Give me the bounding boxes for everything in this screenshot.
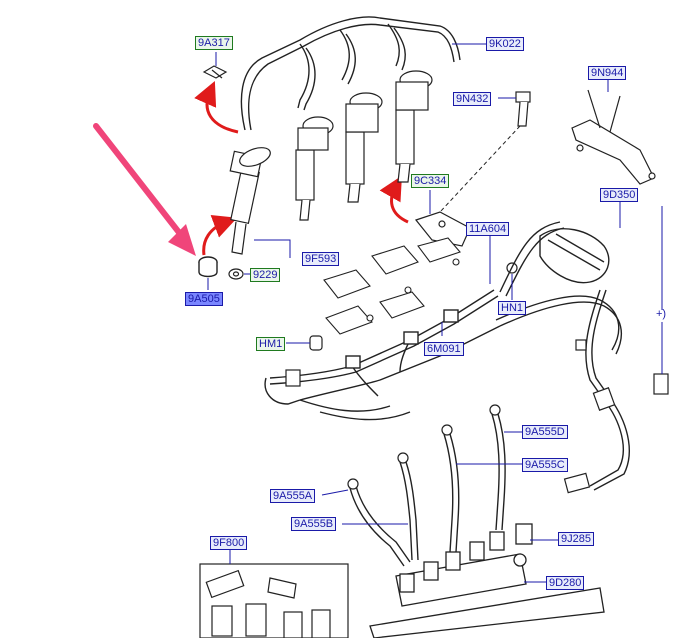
label-9J285: 9J285: [558, 532, 594, 546]
clip-9A317: [202, 65, 228, 79]
motion-arrows: [194, 81, 409, 256]
pointer-arrow: [93, 123, 196, 256]
label-9A555C: 9A555C: [522, 458, 568, 472]
label-9N944: 9N944: [588, 66, 627, 80]
label-11A604: 11A604: [466, 222, 510, 236]
plus-note: +): [656, 308, 667, 320]
injector-main: [229, 147, 271, 255]
injector-pipes: [349, 413, 506, 567]
return-hoses: [264, 221, 630, 491]
fuel-filter-9D350: [539, 228, 610, 284]
label-9A555B: 9A555B: [291, 517, 337, 531]
clamp-9C334: [414, 211, 471, 247]
label-9D350: 9D350: [600, 188, 639, 202]
label-9N432: 9N432: [453, 92, 492, 106]
injector-2: [345, 92, 383, 203]
label-HM1: HM1: [256, 337, 286, 351]
rocker-arms: [323, 237, 461, 335]
label-9D280: 9D280: [546, 576, 585, 590]
label-9F800: 9F800: [210, 536, 248, 550]
pipe-nuts: [347, 404, 501, 490]
seal-9A505: [198, 256, 218, 278]
label-9F593: 9F593: [302, 252, 340, 266]
injector-3: [395, 70, 433, 183]
label-9229: 9229: [250, 268, 281, 282]
leader-lines: [207, 43, 663, 583]
leak-off-hose: [240, 16, 461, 131]
bolt-9N432: [515, 91, 531, 127]
label-6M091: 6M091: [424, 342, 464, 356]
washer-9229: [228, 268, 244, 280]
label-9A555D: 9A555D: [522, 425, 568, 439]
seal-kit-9F800: [199, 563, 349, 638]
label-9A317: 9A317: [195, 36, 233, 50]
bolt-dashed-line: [439, 125, 521, 213]
plug-HM1: [309, 335, 323, 351]
label-9A555A: 9A555A: [270, 489, 316, 503]
label-9A505: 9A505: [185, 292, 223, 306]
common-rail-9D280: [369, 523, 605, 638]
bracket-9N944: [571, 89, 656, 185]
label-9K022: 9K022: [486, 37, 524, 51]
label-9C334: 9C334: [411, 174, 450, 188]
harness-6M091: [269, 289, 501, 401]
injector-1: [295, 116, 334, 221]
sensors: [285, 339, 669, 494]
label-HN1: HN1: [498, 301, 527, 315]
